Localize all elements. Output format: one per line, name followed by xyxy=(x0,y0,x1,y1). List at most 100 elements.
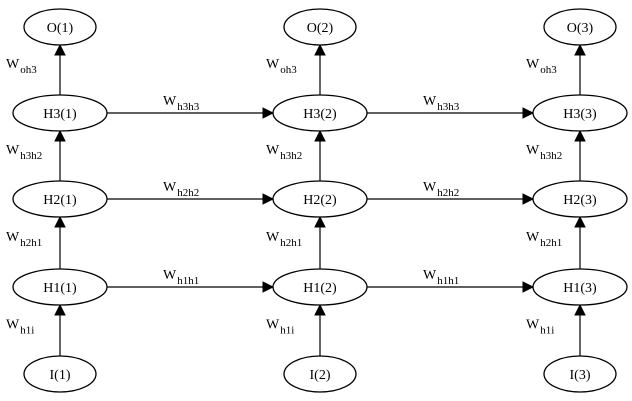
edge-label: Wh3h3 xyxy=(163,94,200,113)
node-ellipse xyxy=(272,180,368,218)
node-o1: O(1) xyxy=(23,8,97,46)
node-h31: H3(1) xyxy=(12,94,108,132)
edge-label-base: W xyxy=(266,318,280,333)
node-ellipse xyxy=(532,94,628,132)
edge-label-subscript: h1h1 xyxy=(177,275,199,287)
node-h22: H2(2) xyxy=(272,180,368,218)
node-ellipse xyxy=(283,8,357,46)
node-h13: H1(3) xyxy=(532,268,628,306)
node-label: H2(3) xyxy=(563,193,597,208)
node-ellipse xyxy=(283,355,357,393)
edge-label: Wh2h1 xyxy=(6,230,42,249)
node-ellipse xyxy=(23,8,97,46)
node-i2: I(2) xyxy=(283,355,357,393)
edge-label-subscript: h1i xyxy=(20,325,34,337)
edge-label: Wh3h2 xyxy=(6,143,42,162)
edge-label: Wh2h1 xyxy=(526,230,562,249)
arrowhead-icon xyxy=(54,303,66,316)
arrowhead-icon xyxy=(314,215,326,228)
edge-label-base: W xyxy=(266,57,280,72)
node-o3: O(3) xyxy=(543,8,617,46)
edge-label-subscript: h3h3 xyxy=(437,101,460,113)
node-h21: H2(1) xyxy=(12,180,108,218)
node-ellipse xyxy=(272,94,368,132)
arrowhead-icon xyxy=(574,215,586,228)
arrowhead-icon xyxy=(262,107,275,119)
arrowhead-icon xyxy=(262,193,275,205)
edge-h31-h32 xyxy=(107,107,275,119)
edge-label-subscript: h2h1 xyxy=(280,237,302,249)
edge-label-subscript: oh3 xyxy=(280,64,297,76)
edge-i3-h13 xyxy=(574,303,586,356)
edge-label: Woh3 xyxy=(526,57,557,76)
edge-label-base: W xyxy=(526,318,540,333)
arrowhead-icon xyxy=(574,303,586,316)
edge-label-base: W xyxy=(6,318,20,333)
node-ellipse xyxy=(543,8,617,46)
edge-i1-h11 xyxy=(54,303,66,356)
edge-label: Wh2h2 xyxy=(423,180,459,199)
edge-h11-h21 xyxy=(54,215,66,269)
edge-label: Wh2h2 xyxy=(163,180,199,199)
node-label: H1(2) xyxy=(303,281,337,296)
edge-label-base: W xyxy=(423,268,437,283)
edge-label-base: W xyxy=(6,230,20,245)
edge-label-subscript: oh3 xyxy=(20,64,37,76)
node-i3: I(3) xyxy=(543,355,617,393)
edge-h21-h22 xyxy=(107,193,275,205)
edge-h22-h32 xyxy=(314,129,326,181)
node-label: H1(1) xyxy=(43,281,77,296)
arrowhead-icon xyxy=(54,129,66,142)
edge-label-base: W xyxy=(526,57,540,72)
edge-i2-h12 xyxy=(314,303,326,356)
node-label: H3(3) xyxy=(563,107,597,122)
edge-h12-h22 xyxy=(314,215,326,269)
node-ellipse xyxy=(532,268,628,306)
edge-label: Wh2h1 xyxy=(266,230,302,249)
edge-h31-o1 xyxy=(54,43,66,95)
node-ellipse xyxy=(543,355,617,393)
edge-label-subscript: h3h3 xyxy=(177,101,200,113)
edge-label-subscript: h1i xyxy=(280,325,294,337)
edge-label-subscript: h2h1 xyxy=(20,237,42,249)
node-label: I(2) xyxy=(310,368,331,383)
arrowhead-icon xyxy=(522,193,535,205)
edge-label: Wh1i xyxy=(526,318,554,337)
edge-label-base: W xyxy=(266,230,280,245)
node-ellipse xyxy=(532,180,628,218)
edge-label-base: W xyxy=(266,143,280,158)
edge-label-subscript: h3h2 xyxy=(20,150,42,162)
node-h11: H1(1) xyxy=(12,268,108,306)
edge-h11-h12 xyxy=(107,281,275,293)
arrowhead-icon xyxy=(54,43,66,56)
arrowhead-icon xyxy=(522,107,535,119)
edges-layer xyxy=(54,43,586,356)
node-h12: H1(2) xyxy=(272,268,368,306)
node-o2: O(2) xyxy=(283,8,357,46)
edge-label: Wh3h2 xyxy=(526,143,562,162)
node-ellipse xyxy=(272,268,368,306)
nodes-layer: O(1) O(2) O(3) H3(1) H3(2) H3(3) H2(1) H2(2) H2(… xyxy=(12,8,628,393)
edge-label-subscript: h2h1 xyxy=(540,237,562,249)
arrowhead-icon xyxy=(314,129,326,142)
edge-h32-h33 xyxy=(367,107,535,119)
edge-label-base: W xyxy=(423,180,437,195)
edge-label-subscript: h3h2 xyxy=(540,150,562,162)
edge-h22-h23 xyxy=(367,193,535,205)
edge-label-subscript: h2h2 xyxy=(437,187,459,199)
edge-label: Wh1h1 xyxy=(163,268,199,287)
edge-label: Wh1h1 xyxy=(423,268,459,287)
node-i1: I(1) xyxy=(23,355,97,393)
node-label: H2(2) xyxy=(303,193,337,208)
edge-label-subscript: h1i xyxy=(540,325,554,337)
edge-label-base: W xyxy=(423,94,437,109)
edge-label-subscript: h2h2 xyxy=(177,187,199,199)
node-label: H3(2) xyxy=(303,107,337,122)
edge-label-subscript: h3h2 xyxy=(280,150,302,162)
edge-h21-h31 xyxy=(54,129,66,181)
node-ellipse xyxy=(12,180,108,218)
edge-label: Wh1i xyxy=(6,318,34,337)
edge-label-base: W xyxy=(163,268,177,283)
node-label: O(1) xyxy=(47,21,74,36)
